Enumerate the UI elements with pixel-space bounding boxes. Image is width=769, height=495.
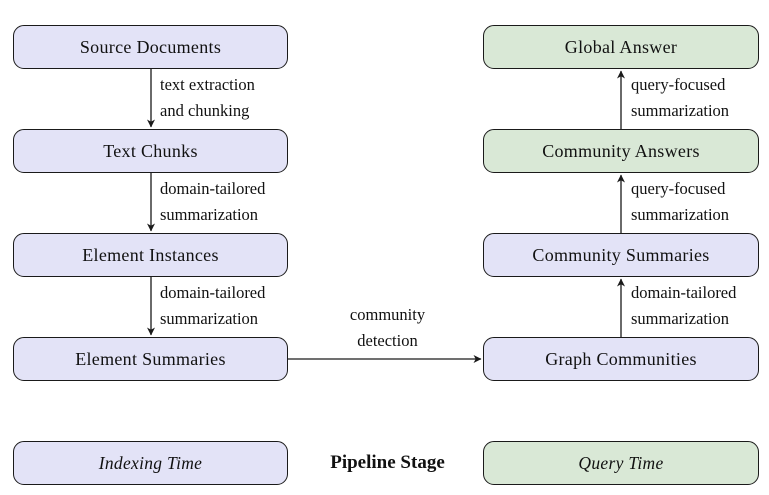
edge-label-line: summarization <box>160 309 259 328</box>
edge-label-line: domain-tailored <box>160 283 266 302</box>
edge-label-line: summarization <box>631 205 730 224</box>
node-source-documents: Source Documents <box>13 25 288 69</box>
node-global-answer: Global Answer <box>483 25 759 69</box>
edge-label-domain-tailored-1: domain-tailored summarization <box>160 176 265 228</box>
node-text-chunks: Text Chunks <box>13 129 288 173</box>
legend-pipeline-stage: Pipeline Stage <box>330 452 445 473</box>
edge-label-line: query-focused <box>631 179 726 198</box>
node-element-summaries: Element Summaries <box>13 337 288 381</box>
edge-label-line: summarization <box>631 101 730 120</box>
legend-query-time: Query Time <box>483 441 759 485</box>
edge-label-line: community <box>349 305 426 324</box>
edge-label-line: domain-tailored <box>160 179 266 198</box>
node-community-summaries: Community Summaries <box>483 233 759 277</box>
edge-label-line: detection <box>357 331 418 350</box>
edge-label-line: text extraction <box>160 75 255 94</box>
node-community-answers: Community Answers <box>483 129 759 173</box>
edge-label-domain-tailored-2: domain-tailored summarization <box>160 280 265 332</box>
node-element-instances: Element Instances <box>13 233 288 277</box>
edge-label-line: summarization <box>160 205 259 224</box>
edge-label-line: query-focused <box>631 75 726 94</box>
edge-label-query-focused-1: query-focused summarization <box>631 72 729 124</box>
node-graph-communities: Graph Communities <box>483 337 759 381</box>
edge-label-line: and chunking <box>160 101 250 120</box>
edge-label-community-detection: community detection <box>300 302 475 354</box>
edge-label-line: domain-tailored <box>631 283 737 302</box>
edge-label-query-focused-2: query-focused summarization <box>631 176 729 228</box>
edge-label-domain-tailored-3: domain-tailored summarization <box>631 280 736 332</box>
legend-indexing-time: Indexing Time <box>13 441 288 485</box>
edge-label-line: summarization <box>631 309 730 328</box>
edge-label-text-extraction: text extraction and chunking <box>160 72 255 124</box>
